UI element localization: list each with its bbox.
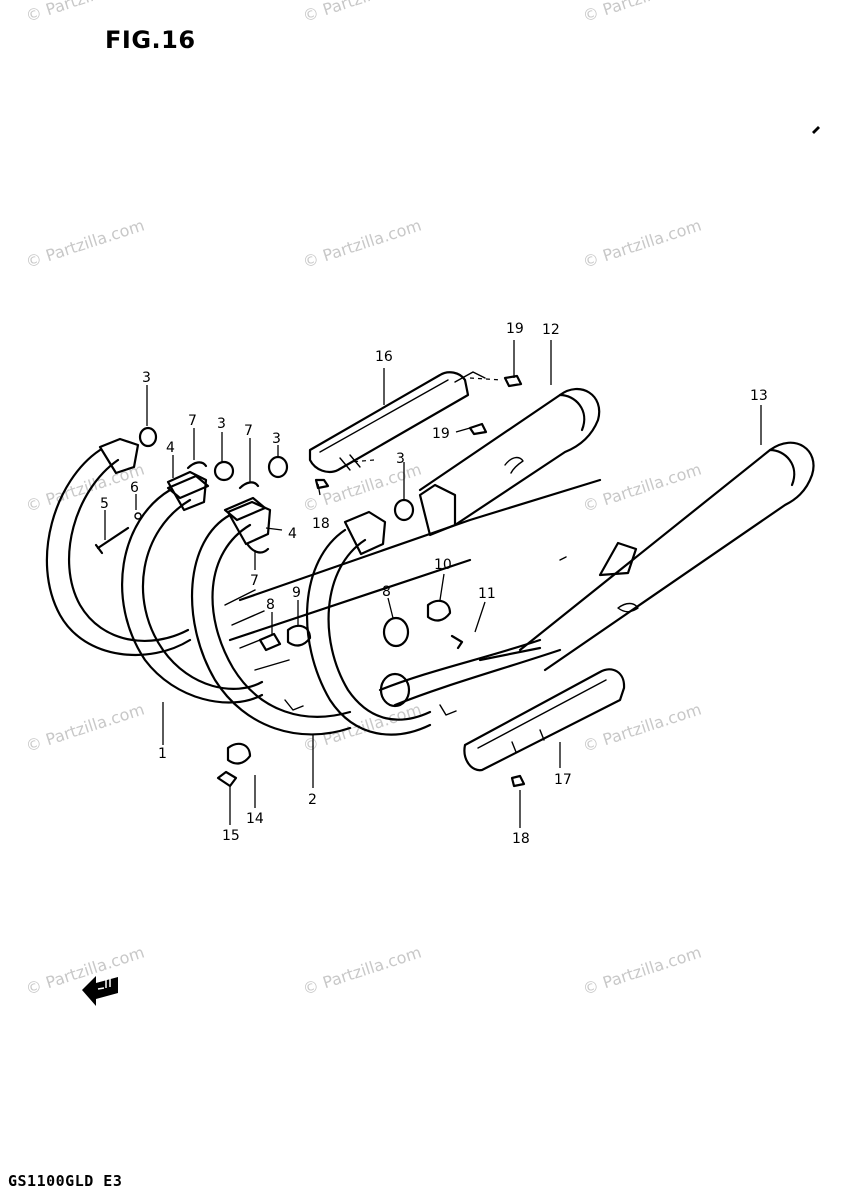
clamp-10: [426, 599, 452, 622]
model-code: GS1100GLD E3: [8, 1172, 123, 1190]
callout-7: 7: [244, 423, 253, 439]
bolt-15: [216, 770, 238, 788]
callout-2: 2: [308, 792, 317, 808]
callout-16: 16: [375, 349, 393, 365]
stud-bolt-5: [94, 526, 130, 555]
watermark-layer: © Partzilla.com © Partzilla.com © Partzi…: [23, 0, 703, 999]
callout-13: 13: [750, 388, 768, 404]
front-direction-arrow-icon: [82, 976, 118, 1006]
muffler-13: [478, 441, 815, 672]
watermark: © Partzilla.com: [580, 0, 703, 26]
bolt-19: [468, 374, 523, 436]
callout-14: 14: [246, 811, 264, 827]
callout-9: 9: [292, 585, 301, 601]
muffler-bracket: [598, 541, 638, 577]
watermark: © Partzilla.com: [300, 216, 423, 272]
watermark: © Partzilla.com: [300, 943, 423, 999]
watermark: © Partzilla.com: [23, 216, 146, 272]
callout-15: 15: [222, 828, 240, 844]
callout-19: 19: [432, 426, 450, 442]
callout-10: 10: [434, 557, 452, 573]
bolt-11: [450, 634, 464, 650]
leader-lines: [104, 340, 762, 828]
callout-4: 4: [166, 440, 175, 456]
callout-19: 19: [506, 321, 524, 337]
callout-8: 8: [382, 584, 391, 600]
pipe-end: [379, 672, 411, 708]
callout-4: 4: [288, 526, 297, 542]
exhaust-pipe-1: [45, 437, 264, 704]
watermark: © Partzilla.com: [580, 216, 703, 272]
heat-shield-16: [308, 371, 486, 474]
callout-18: 18: [512, 831, 530, 847]
callout-1: 1: [158, 746, 167, 762]
bolt-18: [314, 478, 526, 788]
callout-labels: 1 2 3 3 3 3 4 4 5 6 7 7 7 8 8 9 10 11 12…: [100, 321, 768, 847]
connector-8: [258, 616, 410, 652]
collector-pipes: [228, 478, 602, 708]
callout-17: 17: [554, 772, 572, 788]
watermark: © Partzilla.com: [580, 460, 703, 516]
callout-6: 6: [130, 480, 139, 496]
callout-3: 3: [272, 431, 281, 447]
callout-5: 5: [100, 496, 109, 512]
exhaust-pipe-2: [191, 500, 457, 736]
exhaust-clamp-7: [186, 461, 270, 554]
callout-11: 11: [478, 586, 496, 602]
callout-7: 7: [250, 573, 259, 589]
watermark: © Partzilla.com: [580, 943, 703, 999]
watermark: © Partzilla.com: [300, 0, 423, 26]
callout-7: 7: [188, 413, 197, 429]
watermark: © Partzilla.com: [580, 700, 703, 756]
clamp-9: [286, 624, 312, 647]
muffler-12: [418, 388, 601, 537]
callout-3: 3: [142, 370, 151, 386]
watermark: © Partzilla.com: [23, 700, 146, 756]
heat-shield-17: [463, 668, 626, 772]
exhaust-flange-4: [166, 474, 267, 522]
callout-8: 8: [266, 597, 275, 613]
stray-mark: [812, 126, 820, 134]
callout-3: 3: [217, 416, 226, 432]
clamp-14: [226, 742, 252, 765]
washer-6: [134, 512, 142, 520]
callout-18: 18: [312, 516, 330, 532]
watermark: © Partzilla.com: [23, 0, 146, 26]
figure-title: FIG.16: [105, 26, 196, 54]
callout-12: 12: [542, 322, 560, 338]
callout-3: 3: [396, 451, 405, 467]
